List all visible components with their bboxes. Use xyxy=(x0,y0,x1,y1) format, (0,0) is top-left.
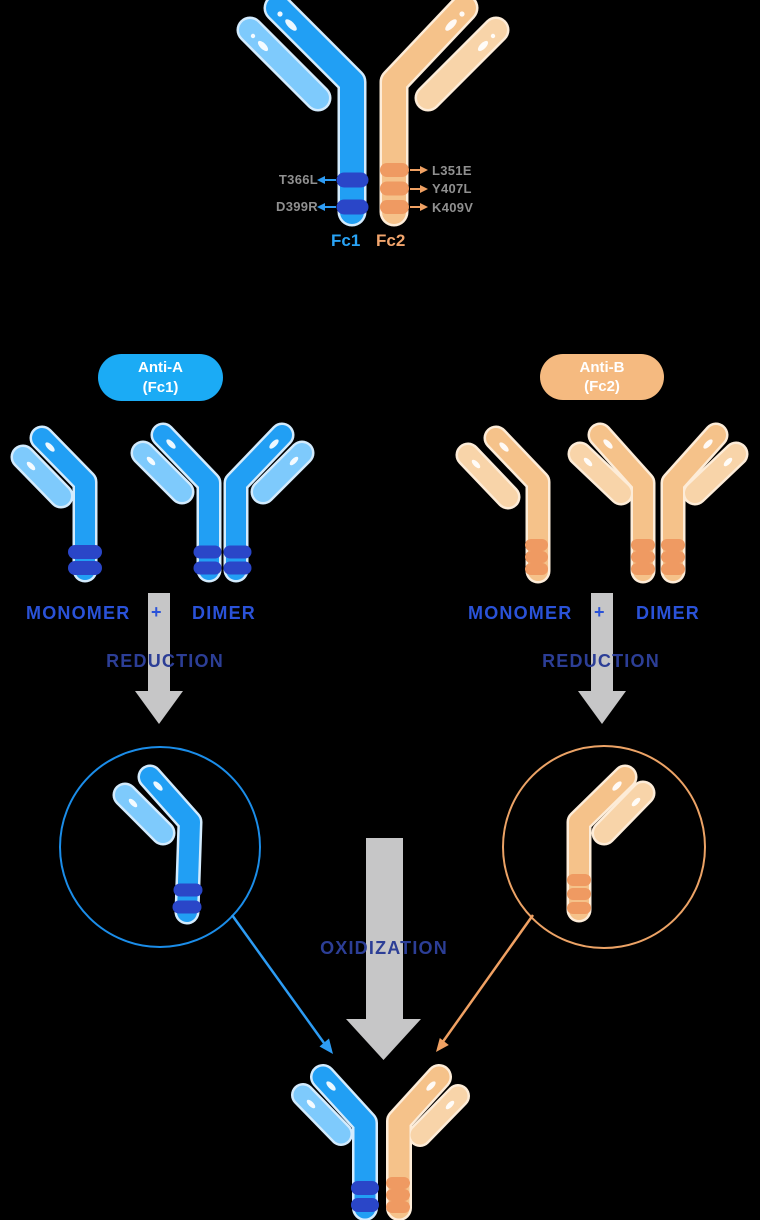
mutation-label-t366l: T366L xyxy=(278,172,318,187)
orange-dimer xyxy=(567,422,749,584)
hero-antibody xyxy=(236,0,510,227)
mutation-label-k409v: K409V xyxy=(432,200,474,215)
mutation-pointer-head xyxy=(317,203,325,211)
plus-sign-left: + xyxy=(151,602,162,622)
highlight xyxy=(426,1081,436,1091)
blue-heavy-chain xyxy=(312,1066,376,1219)
oxidization-arrow xyxy=(346,838,421,1060)
highlight xyxy=(445,19,457,31)
mutation-pointer-head xyxy=(420,166,428,174)
fc2-label: Fc2 xyxy=(376,231,406,250)
anti-a-name: Anti-A xyxy=(138,359,183,376)
reduction-arrow-right xyxy=(578,593,626,724)
dimer-label-left: DIMER xyxy=(192,603,256,623)
arrow-head xyxy=(578,691,626,724)
heavy-chain xyxy=(153,425,219,580)
reduction-label-right: REDUCTION xyxy=(542,651,660,671)
highlight xyxy=(285,19,297,31)
heavy-chain xyxy=(226,425,292,580)
highlight xyxy=(583,457,593,467)
anti-a-pill: Anti-A (Fc1) xyxy=(98,354,223,401)
highlight xyxy=(723,457,733,467)
highlight xyxy=(471,459,481,469)
mutation-pointer-head xyxy=(420,203,428,211)
reduced-monomer-circle-orange xyxy=(502,745,706,949)
arrow-shaft xyxy=(591,593,613,693)
arrow-shaft xyxy=(148,593,170,693)
highlight xyxy=(128,798,138,808)
reduced-blue-monomer xyxy=(112,764,203,925)
mutation-label-y407l: Y407L xyxy=(432,181,472,196)
highlight xyxy=(326,1081,336,1091)
highlight xyxy=(277,11,283,17)
mutation-pointer-head xyxy=(317,176,325,184)
connector-head xyxy=(319,1038,333,1054)
highlight xyxy=(166,439,176,449)
monomer-label-right: MONOMER xyxy=(468,603,573,623)
anti-a-fc: (Fc1) xyxy=(142,378,179,396)
reduced-monomer-circle-blue xyxy=(59,746,261,948)
highlight xyxy=(631,797,641,807)
highlight xyxy=(612,781,622,791)
bispecific-product-antibody xyxy=(291,1064,470,1220)
highlight xyxy=(153,781,163,791)
highlight xyxy=(250,33,256,39)
highlight xyxy=(499,442,509,452)
blue-monomer xyxy=(10,425,102,583)
monomer-label-left: MONOMER xyxy=(26,603,131,623)
blue-dimer xyxy=(130,422,315,583)
mutation-label-l351e: L351E xyxy=(432,163,472,178)
anti-b-fc: (Fc2) xyxy=(584,378,620,395)
anti-b-pill: Anti-B (Fc2) xyxy=(540,354,664,400)
connector-arrow-orange xyxy=(436,914,535,1052)
highlight xyxy=(490,33,496,39)
reduced-orange-monomer xyxy=(566,764,656,923)
connector-line xyxy=(440,914,535,1044)
connector-arrow-blue xyxy=(230,914,333,1054)
arrow-shaft xyxy=(366,838,403,1021)
anti-b-name: Anti-B xyxy=(579,358,625,376)
highlight xyxy=(26,461,36,471)
highlight xyxy=(257,40,269,52)
highlight xyxy=(445,1100,455,1110)
highlight xyxy=(45,442,55,452)
connector-line xyxy=(230,914,326,1044)
mutation-label-d399r: D399R xyxy=(276,199,318,214)
arrow-head xyxy=(346,1019,421,1060)
highlight xyxy=(703,439,713,449)
mutation-pointer-head xyxy=(420,185,428,193)
plus-sign-right: + xyxy=(594,602,605,622)
reduction-arrow-left xyxy=(135,593,183,724)
fc1-label: Fc1 xyxy=(331,231,361,250)
heavy-chain xyxy=(140,767,200,922)
oxidization-label: OXIDIZATION xyxy=(320,938,448,958)
reduction-label-left: REDUCTION xyxy=(106,651,224,671)
highlight xyxy=(477,40,489,52)
connector-head xyxy=(436,1038,449,1052)
highlight xyxy=(289,456,299,466)
highlight xyxy=(603,439,613,449)
heavy-chain xyxy=(32,428,95,580)
arrow-head xyxy=(135,691,183,724)
highlight xyxy=(146,456,156,466)
blue-heavy-chain xyxy=(266,0,364,224)
highlight xyxy=(269,439,279,449)
dimer-label-right: DIMER xyxy=(636,603,700,623)
highlight xyxy=(306,1099,316,1109)
highlight xyxy=(459,11,465,17)
orange-monomer xyxy=(455,425,551,584)
